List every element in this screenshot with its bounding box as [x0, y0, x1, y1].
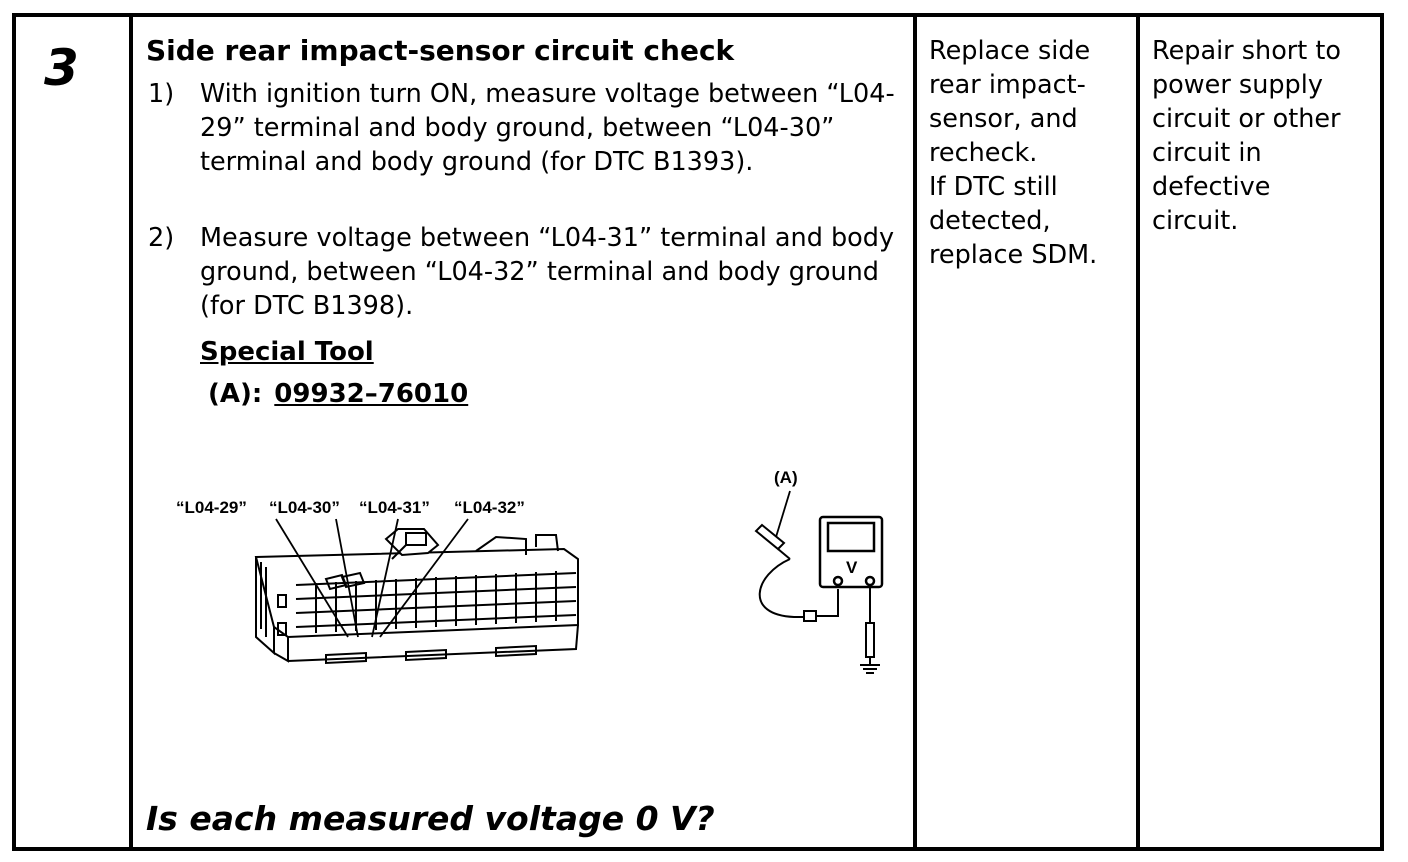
no-action-line: circuit.	[1152, 206, 1239, 236]
step-question: Is each measured voltage 0 V?	[146, 799, 715, 838]
yes-action-line: If DTC still	[929, 172, 1058, 202]
instruction-text: With ignition turn ON, measure voltage b…	[200, 79, 895, 177]
connector-figure: “L04-29” “L04-30” “L04-31” “L04-32”	[176, 498, 579, 665]
column-divider	[913, 17, 917, 847]
terminal-label: “L04-30”	[269, 498, 340, 517]
instruction-text: Measure voltage between “L04-31” termina…	[200, 223, 895, 321]
voltmeter-figure: (A) V	[754, 468, 884, 674]
special-tool-code: 09932–76010	[274, 379, 469, 409]
leader-lines	[275, 518, 469, 638]
yes-action-line: replace SDM.	[929, 240, 1098, 270]
terminal-label: “L04-31”	[359, 498, 430, 517]
tool-label: (A)	[774, 468, 798, 487]
no-action-text: Repair short to power supply circuit or …	[1152, 34, 1341, 238]
special-tool-heading: Special Tool	[200, 337, 374, 367]
yes-action-line: Replace side	[929, 36, 1091, 66]
yes-action-line: rear impact-	[929, 70, 1086, 100]
terminal-label: “L04-32”	[454, 498, 525, 517]
column-divider	[129, 17, 133, 847]
no-action-line: circuit in	[1152, 138, 1262, 168]
probe-icon	[754, 523, 839, 622]
no-action-line: circuit or other	[1152, 104, 1341, 134]
no-action-line: power supply	[1152, 70, 1323, 100]
yes-action-line: detected,	[929, 206, 1051, 236]
no-action-line: defective	[1152, 172, 1271, 202]
step-title: Side rear impact-sensor circuit check	[146, 34, 735, 67]
yes-action-cell: Replace side rear impact- sensor, and re…	[917, 17, 1136, 847]
yes-action-text: Replace side rear impact- sensor, and re…	[929, 34, 1097, 272]
tool-leader	[775, 490, 791, 538]
special-tool-label: (A):	[208, 379, 263, 409]
yes-action-line: recheck.	[929, 138, 1038, 168]
no-action-line: Repair short to	[1152, 36, 1341, 66]
diagnostic-table: 3 Side rear impact-sensor circuit check …	[12, 13, 1384, 851]
special-tool-line: (A): 09932–76010	[208, 377, 468, 411]
terminal-label: “L04-29”	[176, 498, 247, 517]
instruction-number: 1)	[148, 79, 175, 109]
column-divider	[1136, 17, 1140, 847]
step-content-cell: Side rear impact-sensor circuit check 1)…	[16, 17, 913, 847]
instruction-number: 2)	[148, 223, 175, 253]
yes-action-line: sensor, and	[929, 104, 1078, 134]
meter-label: V	[846, 558, 858, 577]
step-number-cell: 3	[16, 17, 129, 847]
voltmeter-icon	[818, 515, 884, 589]
no-action-cell: Repair short to power supply circuit or …	[1140, 17, 1384, 847]
step-number: 3	[44, 39, 79, 97]
connector-body	[254, 528, 579, 665]
ground-probe-icon	[860, 585, 880, 674]
